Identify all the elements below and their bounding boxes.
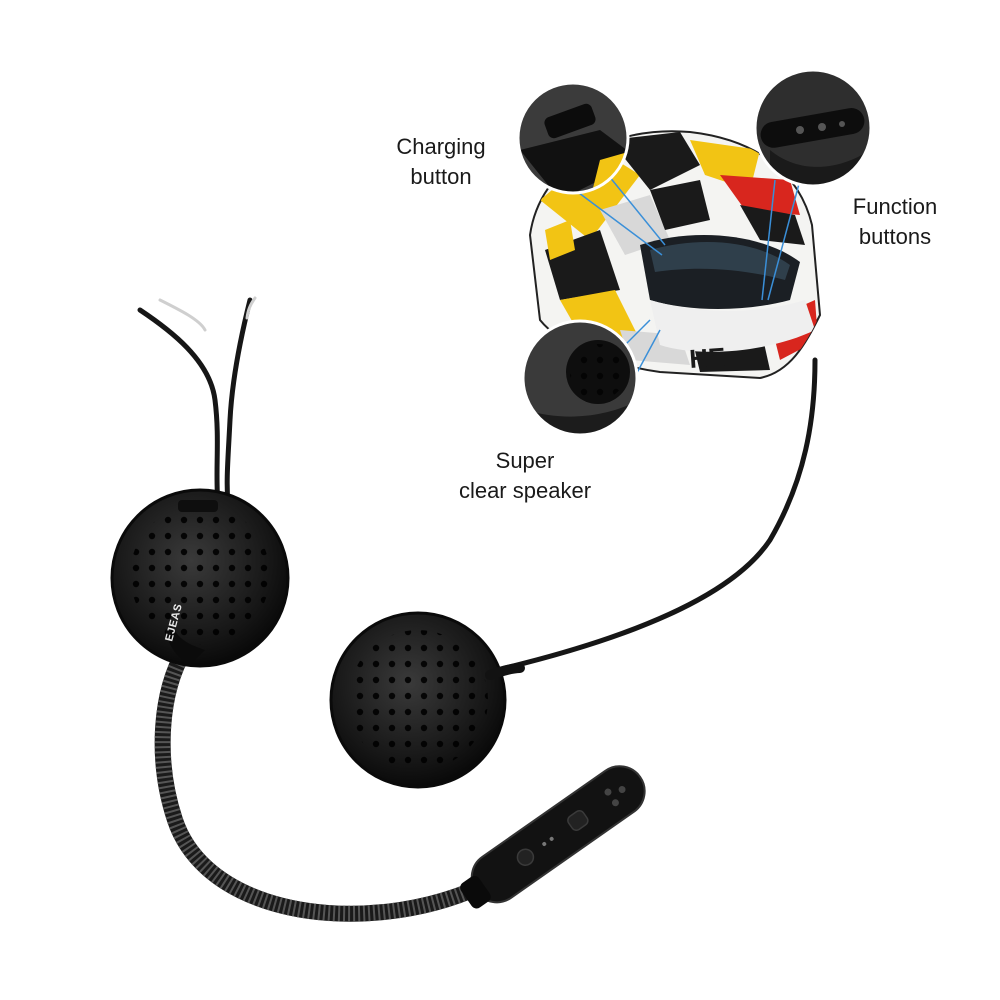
charging-label-line1: Charging bbox=[396, 134, 486, 159]
svg-text:HE: HE bbox=[688, 342, 726, 374]
right-speaker bbox=[329, 611, 525, 789]
motorcycle-helmet: HE bbox=[528, 130, 822, 380]
cables bbox=[137, 296, 818, 671]
charging-button-label: Charging button bbox=[376, 132, 506, 192]
speaker-label-line2: clear speaker bbox=[458, 478, 592, 503]
function-label-line1: Function bbox=[852, 194, 938, 219]
speaker-label: Super clear speaker bbox=[440, 446, 610, 506]
speaker-label-line1: Super bbox=[495, 448, 555, 473]
zoom-speaker bbox=[521, 319, 639, 437]
control-unit bbox=[460, 765, 646, 909]
function-label-line2: buttons bbox=[858, 224, 932, 249]
charging-label-line2: button bbox=[410, 164, 472, 189]
zoom-charging-button bbox=[516, 81, 630, 195]
function-buttons-label: Function buttons bbox=[840, 192, 950, 252]
zoom-function-buttons bbox=[753, 68, 873, 188]
left-speaker bbox=[110, 488, 290, 668]
microphone-boom bbox=[154, 642, 498, 922]
